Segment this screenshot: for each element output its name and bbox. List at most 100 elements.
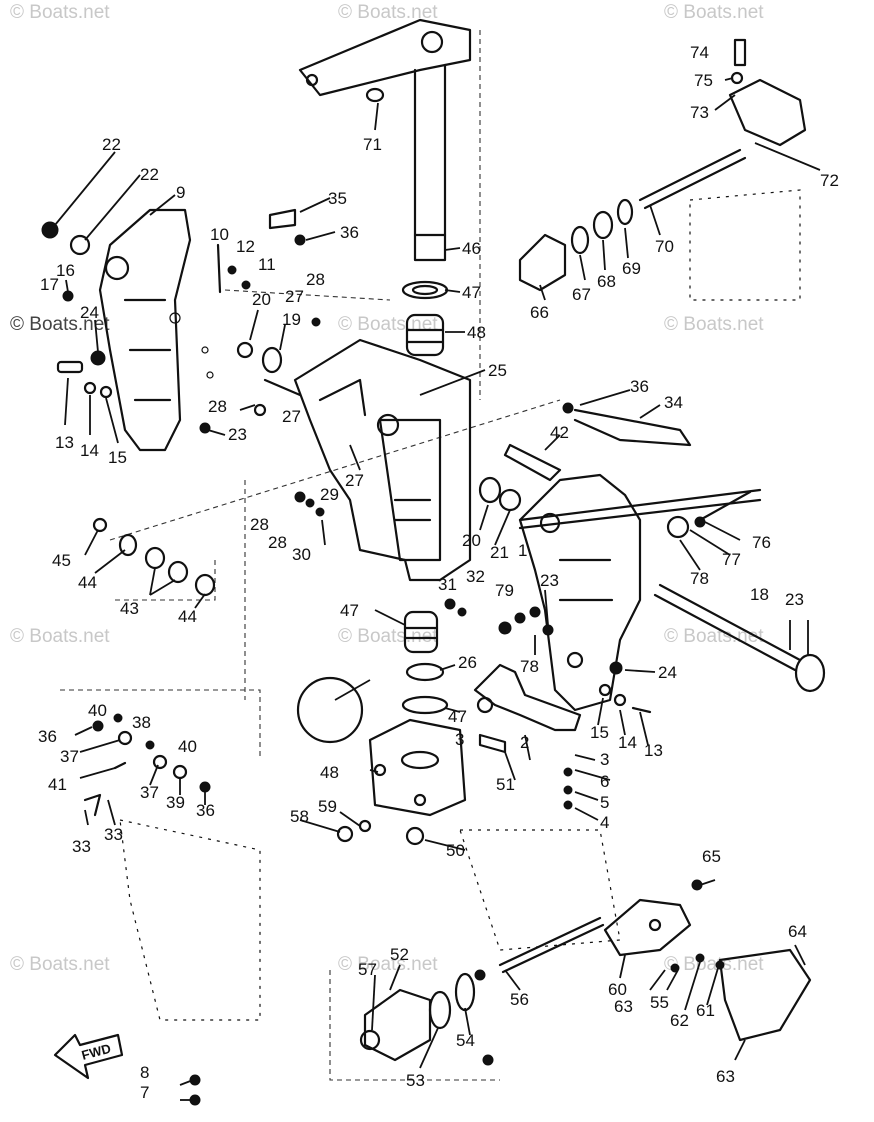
callout-4: 4 <box>600 813 609 832</box>
watermark: © Boats.net <box>338 314 438 335</box>
callout-22: 22 <box>102 135 121 154</box>
callout-13: 13 <box>644 741 663 760</box>
callout-15: 15 <box>108 448 127 467</box>
watermark: © Boats.net <box>664 626 764 647</box>
callout-67: 66 <box>530 303 549 322</box>
callout-11: 11 <box>258 255 276 274</box>
left-stern-bracket <box>98 208 214 452</box>
callout-52: 52 <box>390 945 409 964</box>
callout-69: 68 <box>597 272 616 291</box>
callout-64: 63 <box>614 997 633 1016</box>
callout-28: 28 <box>250 515 269 534</box>
watermark: © Boats.net <box>10 314 110 335</box>
callout-24: 24 <box>658 663 677 682</box>
callout-8: 8 <box>140 1063 149 1082</box>
callout-54: 54 <box>456 1031 475 1050</box>
callout-78: 77 <box>722 550 741 569</box>
watermark: © Boats.net <box>664 954 764 975</box>
assembly-outlines <box>60 30 561 1081</box>
callout-2: 2 <box>520 733 529 752</box>
callout-9: 9 <box>176 183 185 202</box>
callout-55: 55 <box>650 993 669 1012</box>
callout-3: 3 <box>600 750 609 769</box>
callout-10: 10 <box>210 225 229 244</box>
callout-28: 28 <box>306 270 325 289</box>
callout-17: 17 <box>40 275 59 294</box>
callout-1: 1 <box>518 541 527 560</box>
watermark: © Boats.net <box>338 2 438 23</box>
callout-labels: 22 22 9 10 12 11 16 17 24 20 27 28 19 13… <box>38 43 839 1102</box>
callout-45: 45 <box>52 551 71 570</box>
watermark: © Boats.net <box>10 954 110 975</box>
callout-13: 13 <box>55 433 74 452</box>
callout-27: 27 <box>285 287 304 306</box>
callout-34: 34 <box>664 393 683 412</box>
callout-65: 64 <box>788 922 807 941</box>
callout-27: 27 <box>345 471 364 490</box>
callout-47: 47 <box>448 707 467 726</box>
callout-42: 42 <box>550 423 569 442</box>
fwd-label: FWD <box>80 1041 112 1063</box>
swivel-bracket <box>293 338 472 582</box>
watermarks: © Boats.net © Boats.net © Boats.net © Bo… <box>10 2 764 975</box>
callout-49: 48 <box>320 763 339 782</box>
callout-23: 23 <box>540 571 559 590</box>
callout-25: 25 <box>488 361 507 380</box>
callout-76: 75 <box>694 71 713 90</box>
callout-40: 40 <box>178 737 197 756</box>
callout-12: 12 <box>236 237 255 256</box>
callout-21: 22 <box>140 165 159 184</box>
callout-3: 3 <box>455 730 464 749</box>
callout-50: 50 <box>446 841 465 860</box>
callout-36: 36 <box>196 801 215 820</box>
callout-44: 44 <box>178 607 197 626</box>
callout-36: 36 <box>38 727 57 746</box>
callout-26: 26 <box>458 653 477 672</box>
hardware <box>41 38 807 1106</box>
callout-59: 59 <box>318 797 337 816</box>
watermark: © Boats.net <box>10 2 110 23</box>
callout-38: 38 <box>132 713 151 732</box>
callout-56: 56 <box>510 990 529 1009</box>
callout-48: 48 <box>467 323 486 342</box>
callout-7: 7 <box>140 1083 149 1102</box>
watermark: © Boats.net <box>10 626 110 647</box>
callout-57: 57 <box>358 960 377 979</box>
callout-14: 14 <box>618 733 637 752</box>
callout-74: 73 <box>690 103 709 122</box>
callout-75: 74 <box>690 43 709 62</box>
callout-20: 20 <box>252 290 271 309</box>
callout-18: 18 <box>750 585 769 604</box>
callout-33: 33 <box>72 837 91 856</box>
callout-63: 63 <box>716 1067 735 1086</box>
callout-27: 28 <box>268 533 287 552</box>
callout-28: 29 <box>320 485 339 504</box>
fwd-arrow: FWD <box>53 1033 124 1080</box>
upper-bushings <box>401 280 449 357</box>
callout-31: 32 <box>466 567 485 586</box>
callout-22: 23 <box>785 590 804 609</box>
watermark: © Boats.net <box>338 954 438 975</box>
callout-23: 23 <box>228 425 247 444</box>
callout-27: 27 <box>282 407 301 426</box>
callout-35: 35 <box>328 189 347 208</box>
steering-arm <box>298 18 472 262</box>
callout-5: 5 <box>600 793 609 812</box>
callout-46: 46 <box>462 239 481 258</box>
callout-71: 70 <box>655 237 674 256</box>
callout-14: 14 <box>80 441 99 460</box>
callout-51: 51 <box>496 775 515 794</box>
callout-19: 20 <box>462 531 481 550</box>
callout-72: 71 <box>363 135 382 154</box>
watermark: © Boats.net <box>338 626 438 647</box>
callout-62: 62 <box>670 1011 689 1030</box>
trim-assembly <box>603 879 812 1042</box>
callout-66: 65 <box>702 847 721 866</box>
callout-6: 6 <box>600 772 609 791</box>
leader-lines <box>54 77 821 1101</box>
callout-61: 61 <box>696 1001 715 1020</box>
callout-79: 78 <box>690 569 709 588</box>
callout-30: 31 <box>438 575 457 594</box>
shafts <box>498 148 826 974</box>
callout-70: 69 <box>622 259 641 278</box>
